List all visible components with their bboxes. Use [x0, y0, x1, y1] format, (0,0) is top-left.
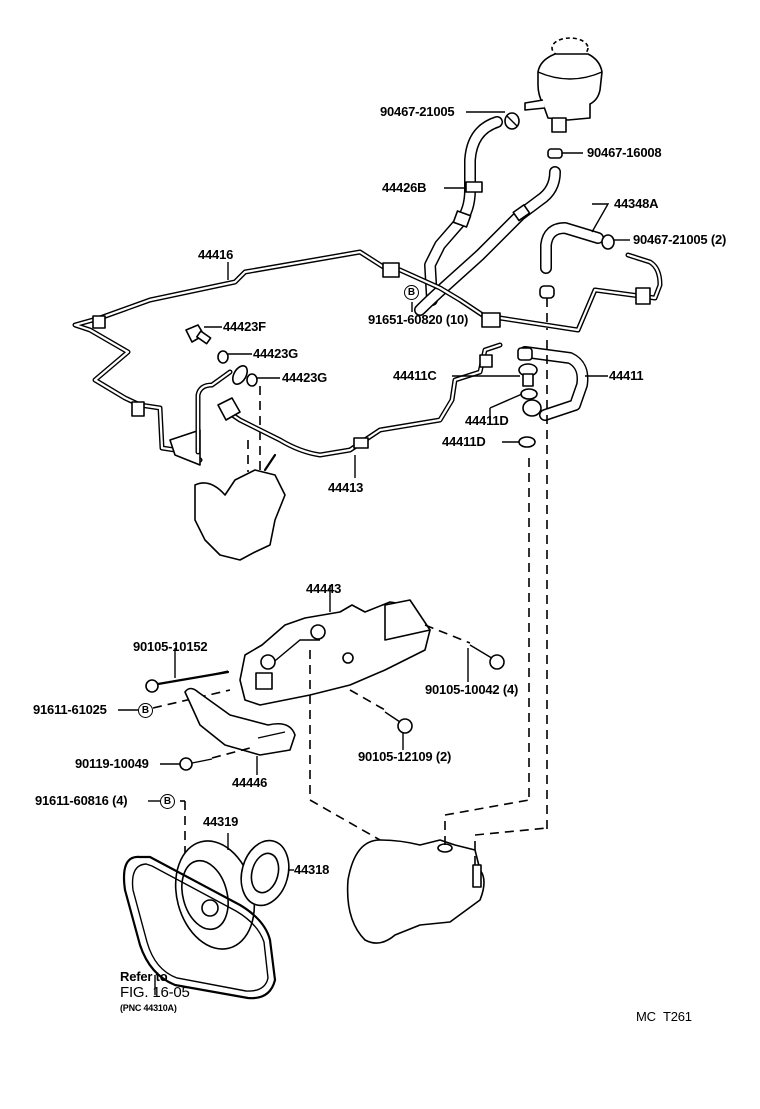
label-clamp-reservoir-bottom[interactable]: 90467-16008 [587, 145, 662, 160]
gasket-icon [520, 388, 538, 400]
bolt-adjust-icon [179, 757, 213, 771]
label-bolt-long[interactable]: 90105-10152 [133, 639, 208, 654]
drive-belt[interactable] [122, 855, 277, 1000]
label-gasket-g2[interactable]: 44423G [282, 370, 328, 385]
pump-housing-upper[interactable] [194, 469, 286, 561]
label-hose-suction[interactable]: 44348A [614, 196, 659, 211]
label-tube-return[interactable]: 44413 [328, 480, 364, 495]
label-nut-pulley-qty[interactable]: 91611-60816 (4) [35, 793, 128, 808]
label-bolt-bracket-qty[interactable]: 90105-10042 (4) [425, 682, 519, 697]
gasket-icon [246, 373, 258, 387]
adjusting-strap-44446[interactable] [184, 687, 296, 756]
label-plate-pulley[interactable]: 44318 [294, 862, 330, 877]
label-clip-qty[interactable]: 91651-60820 (10) [368, 312, 469, 327]
label-union-bolt-c[interactable]: 44411C [393, 368, 437, 383]
label-gasket-g1[interactable]: 44423G [253, 346, 299, 361]
reservoir-tank[interactable] [524, 37, 603, 133]
label-pressure-tube[interactable]: 44416 [198, 247, 234, 262]
gasket-icon [518, 436, 536, 448]
label-hose-pressure[interactable]: 44411 [609, 368, 644, 383]
callout-b-icon: B [404, 285, 419, 300]
refer-note-line2[interactable]: FIG. 16-05 [120, 984, 190, 1001]
callout-b-icon: B [160, 794, 175, 809]
refer-note-line1: Refer to [120, 969, 168, 984]
clamp-icon [504, 112, 520, 130]
refer-note-line3: (PNC 44310A) [120, 1003, 177, 1013]
hose-clamp [465, 181, 483, 193]
plate-44318[interactable] [234, 835, 296, 911]
bolt-long-icon [145, 670, 230, 693]
label-bolt-adjust[interactable]: 90119-10049 [75, 756, 149, 771]
label-nut-b[interactable]: 91611-61025 [33, 702, 107, 717]
label-hose-return[interactable]: 44426B [382, 180, 427, 195]
label-union-bolt-f[interactable]: 44423F [223, 319, 266, 334]
bolt-bracket2-icon [384, 711, 413, 734]
bracket-44443[interactable] [239, 599, 431, 706]
label-bracket[interactable]: 44443 [306, 581, 342, 596]
pulley-44319[interactable] [164, 832, 266, 958]
bolt-bracket-icon [469, 644, 505, 670]
label-gasket-d2[interactable]: 44411D [442, 434, 486, 449]
label-bolt-bracket2-qty[interactable]: 90105-12109 (2) [358, 749, 452, 764]
label-clamp-suction-qty[interactable]: 90467-21005 (2) [633, 232, 727, 247]
label-gasket-d1[interactable]: 44411D [465, 413, 509, 428]
pump-assembly-lower[interactable] [346, 839, 485, 944]
clamp-icon [547, 148, 563, 159]
callout-b-icon: B [138, 703, 153, 718]
gasket-icon [217, 350, 229, 364]
label-strap-adjust[interactable]: 44446 [232, 775, 268, 790]
figure-code: MC T261 [636, 1009, 692, 1024]
label-clamp-reservoir-outlet[interactable]: 90467-21005 [380, 104, 455, 119]
label-pulley[interactable]: 44319 [203, 814, 239, 829]
union-bolt-icon [185, 324, 212, 345]
clamp-icon [601, 234, 615, 250]
union-bolt-icon [518, 363, 538, 387]
